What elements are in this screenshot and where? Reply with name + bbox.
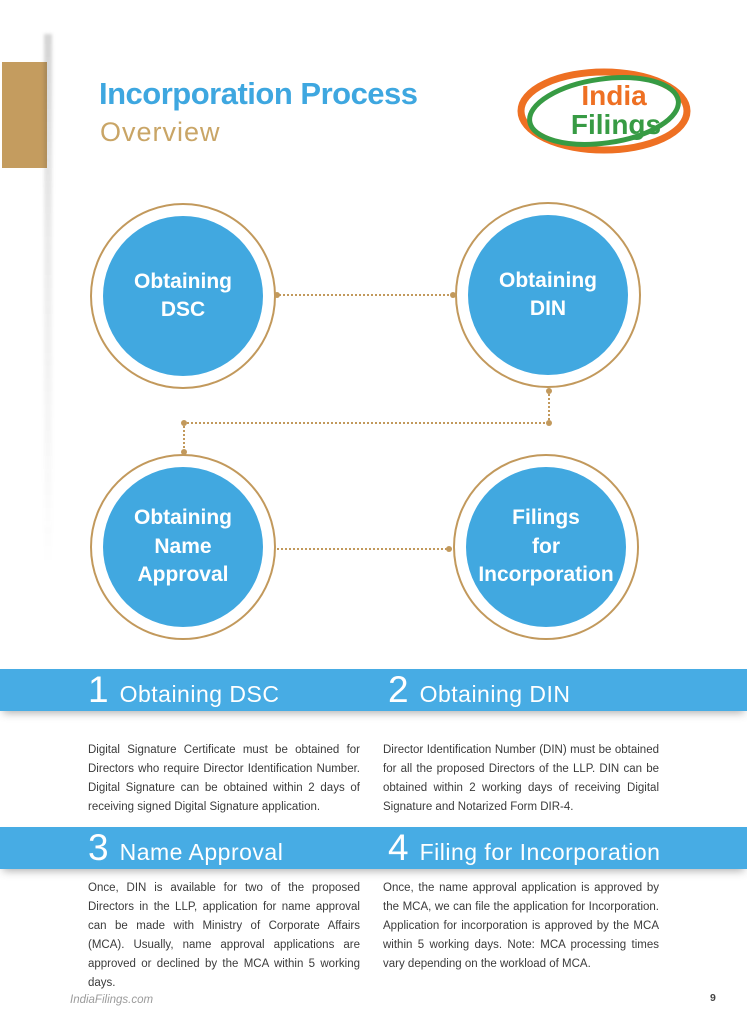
- node-label: Obtaining Name Approval: [103, 467, 263, 627]
- section-title: Filing for Incorporation: [419, 839, 661, 865]
- diagram-node-filings-incorporation: Filings for Incorporation: [453, 454, 639, 640]
- logo-green-ring: [527, 75, 681, 147]
- node-label: Obtaining DSC: [103, 216, 263, 376]
- connector-line: [548, 391, 550, 423]
- page-title: Incorporation Process: [99, 76, 418, 111]
- section-body-filing-incorporation: Once, the name approval application is a…: [383, 882, 659, 970]
- page-subtitle: Overview: [100, 117, 221, 147]
- section-body-obtaining-dsc: Digital Signature Certificate must be ob…: [88, 744, 360, 813]
- section-body-obtaining-din: Director Identification Number (DIN) mus…: [383, 744, 659, 813]
- section-header-name-approval: 3 Name Approval: [88, 827, 283, 873]
- logo-text-india: India: [581, 80, 647, 111]
- connector-dot: [181, 449, 187, 455]
- diagram-node-obtaining-din: Obtaining DIN: [455, 202, 641, 388]
- footer-website: IndiaFilings.com: [70, 994, 154, 1006]
- connector-dot: [446, 546, 452, 552]
- node-label: Obtaining DIN: [468, 215, 628, 375]
- left-accent-block: [2, 62, 47, 168]
- node-label: Filings for Incorporation: [466, 467, 626, 627]
- connector-line: [183, 423, 185, 452]
- connector-dot: [274, 292, 280, 298]
- section-title: Name Approval: [119, 839, 284, 865]
- indiafilings-logo: India Filings: [517, 68, 691, 154]
- section-number: 3: [88, 827, 109, 868]
- section-header-obtaining-din: 2 Obtaining DIN: [388, 669, 571, 715]
- diagram-node-obtaining-dsc: Obtaining DSC: [90, 203, 276, 389]
- section-body-name-approval: Once, DIN is available for two of the pr…: [88, 882, 360, 989]
- connector-line: [184, 422, 549, 424]
- page-edge-shadow: [44, 34, 52, 594]
- section-number: 1: [88, 669, 109, 710]
- connector-dot: [181, 420, 187, 426]
- section-band-1: 1 Obtaining DSC 2 Obtaining DIN: [0, 669, 747, 711]
- connector-dot: [450, 292, 456, 298]
- diagram-node-name-approval: Obtaining Name Approval: [90, 454, 276, 640]
- section-header-obtaining-dsc: 1 Obtaining DSC: [88, 669, 280, 715]
- connector-line: [265, 548, 447, 550]
- logo-text-filings: Filings: [571, 109, 661, 140]
- section-number: 4: [388, 827, 409, 868]
- section-title: Obtaining DIN: [419, 681, 571, 707]
- section-number: 2: [388, 669, 409, 710]
- section-header-filing-incorporation: 4 Filing for Incorporation: [388, 827, 660, 873]
- connector-line: [279, 294, 453, 296]
- footer-page-number: 9: [710, 992, 716, 1004]
- connector-dot: [546, 420, 552, 426]
- connector-dot: [546, 388, 552, 394]
- section-band-2: 3 Name Approval 4 Filing for Incorporati…: [0, 827, 747, 869]
- section-title: Obtaining DSC: [119, 681, 280, 707]
